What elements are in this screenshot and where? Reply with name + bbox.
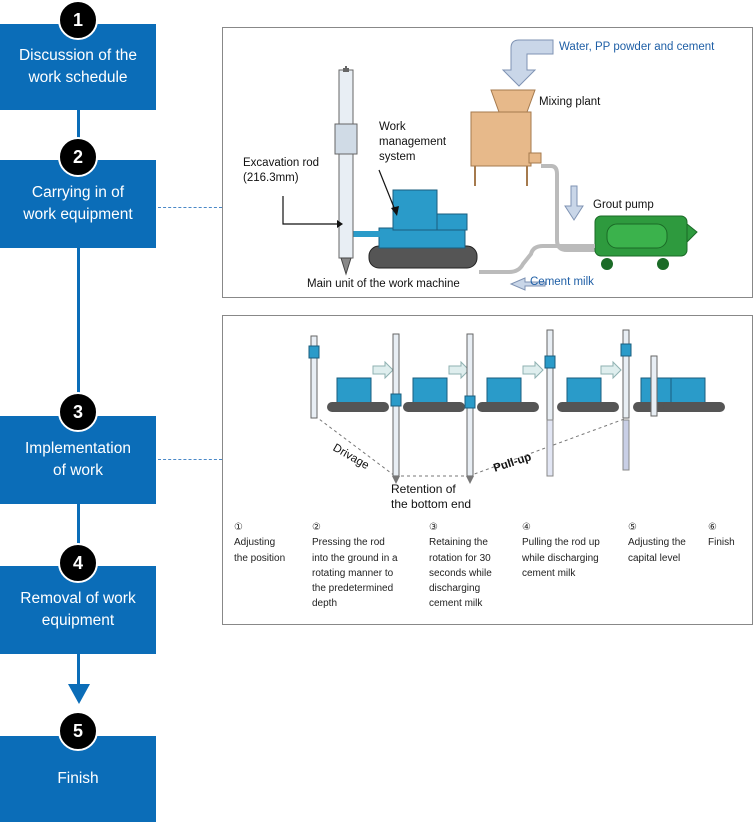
step-label-line: work equipment: [23, 206, 133, 223]
step-label-line: work schedule: [28, 69, 128, 86]
work-mgmt-label-line: system: [379, 151, 416, 163]
water-pp-cement-label: Water, PP powder and cement: [559, 41, 715, 53]
caption-line: seconds while: [429, 567, 492, 579]
caption-line: Adjusting: [234, 537, 276, 549]
retention-label-line: the bottom end: [391, 497, 472, 511]
retention-label-line: Retention of: [391, 482, 456, 496]
step-number-badge: 1: [58, 0, 98, 40]
step-box-5: Finish: [0, 736, 156, 822]
caption-line: while discharging: [522, 552, 599, 564]
step-label-line: Implementation: [25, 440, 131, 457]
flow-connector-line: [77, 248, 80, 420]
caption-line: Pulling the rod up: [522, 537, 600, 549]
process-illustration: [308, 329, 725, 484]
flow-connector-line: [77, 652, 80, 688]
caption-line: into the ground in a: [312, 552, 398, 564]
caption-step-4: ④ Pulling the rod up while discharging c…: [522, 520, 622, 581]
caption-number: ③: [429, 522, 438, 533]
step-label-line: Removal of work: [20, 590, 136, 607]
equipment-panel: Water, PP powder and cement Mixing plant…: [222, 27, 753, 298]
caption-line: capital level: [628, 552, 681, 564]
machine-icon: [308, 335, 389, 419]
step-label-line: Discussion of the: [18, 47, 138, 64]
caption-step-2: ② Pressing the rod into the ground in a …: [312, 520, 422, 612]
step-number-badge: 4: [58, 543, 98, 583]
equipment-illustration: [282, 39, 698, 291]
caption-step-5: ⑤ Adjusting the capital level: [628, 520, 704, 566]
caption-line: the predetermined: [312, 583, 394, 595]
caption-number: ⑤: [628, 522, 637, 533]
caption-line: Adjusting the: [628, 537, 686, 549]
process-panel: Drivage Pull-up Retention of the bottom …: [222, 315, 753, 625]
step-box-3: Implementation of work: [0, 416, 156, 504]
caption-line: Finish: [708, 537, 735, 549]
work-mgmt-label-line: Work: [379, 121, 406, 133]
flow-connector-line: [77, 108, 80, 163]
machine-icon: [464, 333, 539, 484]
caption-line: cement milk: [522, 567, 576, 579]
mixing-plant-label: Mixing plant: [539, 96, 601, 108]
caption-line: depth: [312, 598, 338, 610]
caption-line: cement milk: [429, 598, 483, 610]
caption-step-6: ⑥ Finish: [708, 520, 748, 551]
caption-line: Retaining the: [429, 537, 488, 549]
flow-connector-line: [77, 502, 80, 568]
excavation-rod-label-line: (216.3mm): [243, 172, 299, 184]
caption-line: rotating manner to: [312, 567, 394, 579]
caption-number: ⑥: [708, 522, 717, 533]
caption-step-3: ③ Retaining the rotation for 30 seconds …: [429, 520, 517, 612]
caption-line: Pressing the rod: [312, 537, 385, 549]
caption-number: ④: [522, 522, 531, 533]
work-mgmt-label-line: management: [379, 136, 447, 148]
main-unit-label: Main unit of the work machine: [307, 278, 460, 290]
step-number-badge: 5: [58, 711, 98, 751]
dashed-connector: [158, 459, 222, 460]
step-label-line: Finish: [57, 770, 99, 787]
caption-line: discharging: [429, 583, 481, 595]
caption-number: ②: [312, 522, 321, 533]
caption-step-1: ① Adjusting the position: [234, 520, 306, 566]
grout-pump-label: Grout pump: [593, 199, 654, 211]
dashed-connector: [158, 207, 222, 208]
step-number-badge: 3: [58, 392, 98, 432]
cement-milk-label: Cement milk: [530, 276, 594, 288]
machine-icon: [650, 355, 725, 417]
caption-number: ①: [234, 522, 243, 533]
caption-line: the position: [234, 552, 286, 564]
process-captions: ① Adjusting the position ② Pressing the …: [230, 520, 750, 620]
machine-icon: [390, 333, 465, 484]
step-number-badge: 2: [58, 137, 98, 177]
excavation-rod-label-line: Excavation rod: [243, 157, 320, 169]
step-label-line: equipment: [41, 612, 115, 629]
step-label-line: Carrying in of: [31, 184, 125, 201]
flow-arrow-head: [68, 684, 90, 704]
step-label-line: of work: [53, 462, 103, 479]
caption-line: rotation for 30: [429, 552, 491, 564]
machine-icon: [544, 329, 619, 477]
